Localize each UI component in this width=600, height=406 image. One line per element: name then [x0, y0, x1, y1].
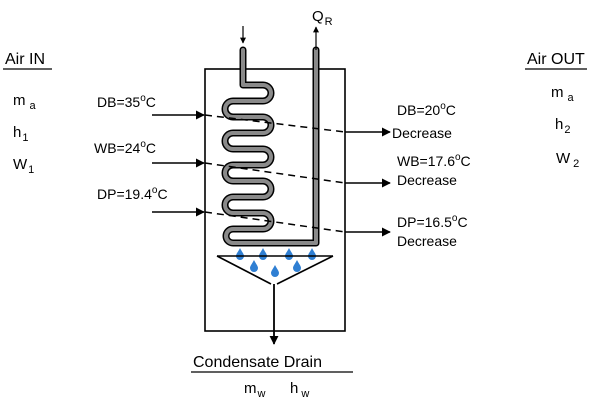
outlet-dry-bulb-change: Decrease [392, 125, 452, 141]
air-out-enthalpy: h2 [555, 116, 570, 136]
condensate-funnel [216, 255, 334, 285]
outlet-dew-point-label: DP=16.5oC [397, 213, 468, 230]
coil-housing [204, 68, 346, 332]
water-droplet-icon [259, 248, 267, 260]
condensate-drain-header: Condensate Drain [191, 354, 353, 373]
water-droplet-icon [271, 265, 279, 277]
svg-text:Air IN: Air IN [5, 51, 45, 68]
air-in-enthalpy: h1 [13, 124, 28, 144]
cooling-coil [221, 46, 320, 247]
svg-text:Condensate Drain: Condensate Drain [193, 354, 322, 371]
heat-removed-label: QR [312, 8, 333, 28]
air-in-header: Air IN [3, 51, 52, 70]
air-out-header: Air OUT [525, 51, 587, 70]
inlet-dry-bulb-label: DB=35oC [97, 93, 156, 110]
outlet-dew-point-change: Decrease [397, 233, 457, 249]
inlet-wet-bulb-label: WB=24oC [94, 139, 156, 156]
drain-mass-flow: mw [244, 380, 266, 400]
svg-text:Air OUT: Air OUT [527, 51, 585, 68]
water-droplet-icon [285, 248, 293, 260]
air-in-humidity-ratio: W1 [13, 156, 34, 176]
outlet-wet-bulb-label: WB=17.6oC [397, 152, 471, 169]
water-droplet-icon [250, 260, 258, 272]
water-droplet-icon [308, 248, 316, 260]
outlet-dry-bulb-label: DB=20oC [397, 101, 456, 118]
water-droplet-icon [293, 260, 301, 272]
inlet-dew-point-label: DP=19.4oC [97, 185, 168, 202]
outlet-wet-bulb-change: Decrease [397, 172, 457, 188]
water-droplet-icon [236, 248, 244, 260]
